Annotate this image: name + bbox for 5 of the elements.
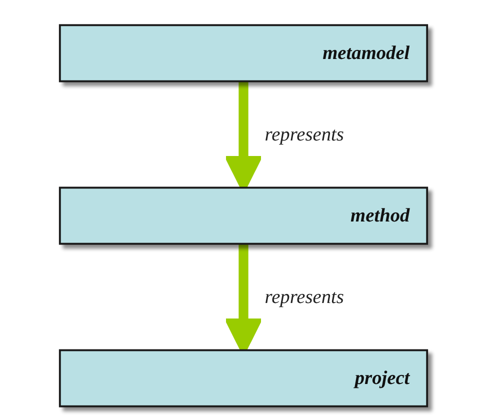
- edge-label: represents: [264, 286, 344, 308]
- node-box: metamodel: [58, 24, 428, 82]
- edge-label: represents: [264, 124, 344, 146]
- node-box: method: [58, 186, 428, 245]
- node-box: project: [58, 349, 428, 408]
